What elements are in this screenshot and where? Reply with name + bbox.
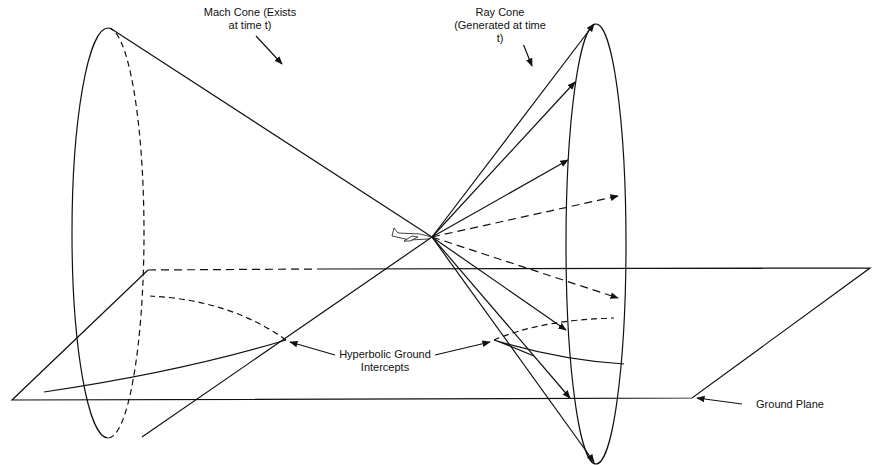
hyperbolic-intercept-hidden bbox=[150, 296, 286, 340]
ground-plane bbox=[12, 268, 870, 400]
ray bbox=[432, 237, 570, 398]
ray-hidden bbox=[432, 237, 618, 298]
airplane bbox=[392, 228, 432, 241]
hyperbolic-intercept-hidden bbox=[494, 318, 614, 340]
ray-hidden bbox=[432, 196, 618, 237]
ray-cone-base bbox=[566, 24, 626, 464]
ray bbox=[432, 160, 568, 237]
ground-plane-edge bbox=[148, 269, 320, 270]
figure-label: Hyperbolic Ground Intercepts bbox=[336, 348, 435, 374]
figure-label: Mach Cone (Exists at time t) bbox=[198, 6, 302, 32]
hyperbolic-intercept bbox=[494, 340, 624, 364]
hyperbolic-intercept bbox=[44, 340, 286, 392]
leader-arrow bbox=[697, 398, 742, 404]
mach-cone-base bbox=[72, 28, 108, 438]
mach-cone-surface bbox=[110, 28, 432, 437]
leader-arrow bbox=[435, 342, 490, 355]
ray bbox=[432, 237, 594, 462]
ray bbox=[432, 24, 594, 237]
leader-arrow bbox=[256, 36, 282, 64]
figure-label: Ground Plane bbox=[743, 398, 837, 411]
figure-label: Ray Cone (Generated at time t) bbox=[451, 6, 550, 45]
leader-arrow bbox=[290, 342, 335, 355]
ray bbox=[432, 82, 575, 237]
